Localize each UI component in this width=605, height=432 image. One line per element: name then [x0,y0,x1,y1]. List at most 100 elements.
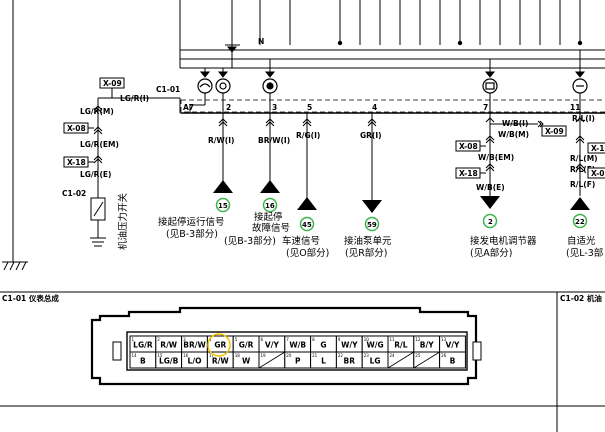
desc-22-line2: (见L-3部 [566,247,603,259]
top-row-wire-label: G [320,341,326,350]
top-row-pin-number: 6 [261,337,264,342]
oil-pressure-lamp-icon [197,78,213,94]
bottom-row-wire-label: R/W [212,357,230,366]
wire-lgr-em: LG/R(EM) [80,140,119,149]
bottom-row-pin-number: 17 [209,353,215,358]
bottom-row-wire-label: LG [370,357,381,366]
desc-15-line2: (见B-3部分) [166,228,218,240]
desc-15-line1: 接起停运行信号 [158,216,225,228]
top-row-pin-number: 4 [209,337,212,342]
ref-16: 16 [265,202,275,210]
tag-x08-right: X-08 [455,140,486,152]
top-row-pin-number: 12 [415,337,421,342]
wire-wb-m: W/B(M) [498,130,529,139]
wire-lgr-e: LG/R(E) [80,170,111,179]
pin-5: 5 [307,103,312,112]
wire-lgr-m: LG/R(M) [80,107,114,116]
bottom-row-wire-label: BR [344,357,356,366]
lamp-leds [199,71,586,78]
desc-16-line1: 接起停 [254,211,283,223]
pin-3: 3 [272,103,277,112]
tag-x09-right: X-09 [541,125,567,137]
ref-22: 22 [575,218,585,226]
top-row-wire-label: W/G [367,341,384,350]
bottom-row-wire-label: LG/B [159,357,179,366]
bottom-row-wire-label: B [140,357,146,366]
top-row-wire-label: BR/W [183,341,206,350]
bottom-row-pin-number: 26 [441,353,447,358]
wire-rl-i: R/L(I) [572,114,595,123]
svg-text:X-0: X-0 [591,169,605,178]
top-row-pin-number: 1 [132,337,135,342]
desc-59-line1: 接油泵单元 [344,235,392,247]
panel-title-c1-02: C1-02 机油 [560,293,602,303]
connector-tabs [112,341,482,361]
top-row-pin-number: 2 [157,337,160,342]
svg-text:X-09: X-09 [545,127,564,136]
tag-x08: X-08 [63,122,94,134]
pin-7: 7 [483,103,488,112]
desc-16-line3: (见B-3部分) [224,235,276,247]
bottom-row-pin-number: 24 [390,353,396,358]
pin-11: 11 [570,103,580,112]
left-harness-breaks [93,105,103,164]
wire-wb-em: W/B(EM) [478,153,514,162]
bottom-row-empty-slash [258,351,286,369]
n-mark: N [258,37,264,46]
wire-rw: R/W(I) [208,136,234,145]
ref-2: 2 [488,218,493,226]
pin-2: 2 [226,103,231,112]
ref-15: 15 [218,202,228,210]
svg-text:X-08: X-08 [67,124,86,133]
bottom-row-wire-label: P [295,357,301,366]
bottom-row-wire-label: L/O [188,357,202,366]
tag-x18-right: X-18 [455,167,486,179]
connector-cavity-grid: LG/R1R/W2BR/W3GR4G/R5V/Y6W/B7G8W/Y9W/G10… [129,335,466,369]
bottom-row-pin-number: 21 [312,353,318,358]
wire-brw: BR/W(I) [258,136,290,145]
top-row-wire-label: V/Y [446,341,461,350]
desc-45-line2: (见O部分) [286,247,329,259]
bottom-row-wire-label: L [321,357,326,366]
branch-lines [222,113,581,200]
top-row-pin-number: 8 [312,337,315,342]
diode-symbol [226,45,238,68]
top-row-wire-label: G/R [239,341,254,350]
top-row-pin-number: 9 [338,337,341,342]
desc-45-line1: 车速信号 [282,235,320,247]
tag-x09-top: X-09 [99,77,125,98]
ground-hatch [2,261,28,271]
tag-x18: X-18 [63,156,94,168]
left-circuit [12,0,190,263]
bottom-row-pin-number: 19 [261,353,267,358]
bottom-row-pin-number: 20 [286,353,292,358]
highlight-circle [207,333,231,357]
bus-to-lamps [204,50,581,72]
bottom-row-cavity [439,351,466,369]
panel-title-c1-01: C1-01 仪表总成 [2,293,59,303]
ref-circles [215,197,588,232]
tag-x1-right: X-1 [587,142,605,154]
desc-2-line2: (见A部分) [470,247,512,259]
connector-c1-02-label: C1-02 [62,189,86,198]
bottom-row-pin-number: 18 [235,353,241,358]
wire-wb-e: W/B(E) [476,183,505,192]
connector-c1-01-label: C1-01 [156,85,180,94]
oil-pressure-switch-label: 机油压力开关 [117,192,129,250]
wire-rl-m: R/L(M) [570,154,598,163]
top-row-pin-number: 10 [364,337,370,342]
top-row-wire-label: V/Y [265,341,280,350]
svg-text:X-18: X-18 [67,158,86,167]
top-row-pin-number: 11 [390,337,396,342]
desc-22-line1: 自适光 [567,235,596,247]
lamp-to-pin-lines [189,93,581,113]
desc-16-line2: 故障信号 [252,222,290,234]
headlamp-lamp-icon [572,78,588,94]
wire-rg: R/G(I) [296,131,320,140]
top-row-pin-number: 5 [235,337,238,342]
wire-rl-e: R/L(E) [570,165,595,174]
top-row-wire-label: R/W [160,341,178,350]
top-row-wire-label: GR [214,341,226,350]
bottom-row-empty-slash [387,351,415,369]
